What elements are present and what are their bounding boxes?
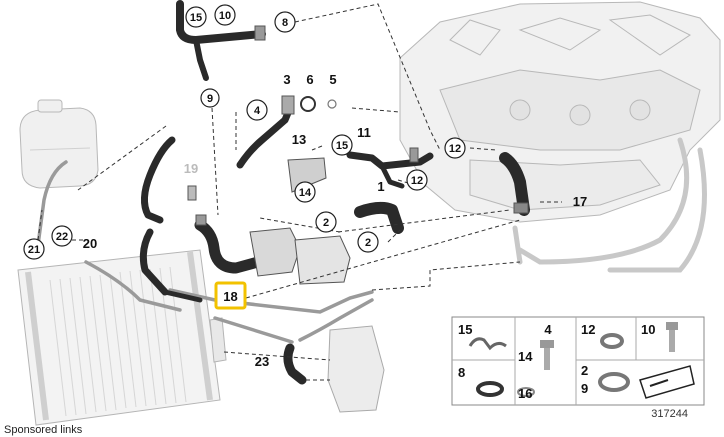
callout-1[interactable]: 1: [377, 179, 384, 194]
legend-14[interactable]: 14: [518, 349, 533, 364]
callout-20[interactable]: 20: [83, 236, 97, 251]
legend-12[interactable]: 12: [581, 322, 595, 337]
engine-block: [399, 1, 721, 223]
callout-22[interactable]: 22: [56, 231, 68, 243]
callout-9[interactable]: 9: [207, 93, 213, 105]
callout-labels: 15 10 8 9 3 6 5 4 13 11 15 12 12 19 14 1…: [28, 10, 587, 369]
diagram-id-number: 317244: [651, 408, 688, 420]
callout-6[interactable]: 6: [306, 72, 313, 87]
highlight-box-18: [214, 281, 247, 310]
callout-17[interactable]: 17: [573, 194, 587, 209]
callout-12b[interactable]: 12: [411, 175, 423, 187]
arrow-sign-icon: [639, 365, 695, 399]
callout-circles: [23, 4, 466, 260]
right-return-pipes: [512, 137, 707, 273]
callout-15b[interactable]: 15: [336, 140, 348, 152]
legend-10[interactable]: 10: [641, 322, 655, 337]
small-components: [187, 25, 529, 413]
coolant-gray-lines: [36, 160, 374, 344]
radiator: [17, 249, 227, 426]
sponsored-links-label: Sponsored links: [4, 424, 83, 436]
callout-21[interactable]: 21: [28, 244, 40, 256]
legend-15[interactable]: 15: [458, 322, 472, 337]
legend-2[interactable]: 2: [581, 363, 588, 378]
callout-13[interactable]: 13: [292, 132, 306, 147]
legend-9[interactable]: 9: [581, 381, 588, 396]
legend-4[interactable]: 4: [544, 322, 552, 337]
callout-10[interactable]: 10: [219, 10, 231, 22]
legend-8[interactable]: 8: [458, 365, 465, 380]
dashed-leader-lines: [37, 3, 562, 381]
callout-2a[interactable]: 2: [323, 217, 329, 229]
bolt-icon: [540, 340, 554, 370]
callout-2b[interactable]: 2: [365, 237, 371, 249]
gasket-icon: [517, 387, 535, 397]
callout-23[interactable]: 23: [255, 354, 269, 369]
expansion-tank: [19, 99, 99, 189]
parts-legend: 15 4 12 10 14 8 2 16 9: [451, 316, 705, 406]
hose-clip-icon: [468, 337, 507, 351]
screw-icon: [666, 322, 678, 352]
band-clamp-icon: [598, 372, 630, 392]
callout-8[interactable]: 8: [282, 17, 288, 29]
callout-19[interactable]: 19: [184, 161, 198, 176]
coolant-hoses: [139, 0, 530, 385]
legend-16[interactable]: 16: [518, 386, 532, 401]
callout-15a[interactable]: 15: [190, 12, 202, 24]
callout-12a[interactable]: 12: [449, 143, 461, 155]
callout-3[interactable]: 3: [283, 72, 290, 87]
clamp-icon: [600, 333, 624, 349]
callout-11[interactable]: 11: [357, 125, 371, 140]
callout-18[interactable]: 18: [223, 289, 237, 304]
callout-5[interactable]: 5: [329, 72, 336, 87]
callout-4[interactable]: 4: [254, 105, 261, 117]
seal-ring-icon: [476, 381, 504, 397]
callout-14[interactable]: 14: [299, 187, 312, 199]
